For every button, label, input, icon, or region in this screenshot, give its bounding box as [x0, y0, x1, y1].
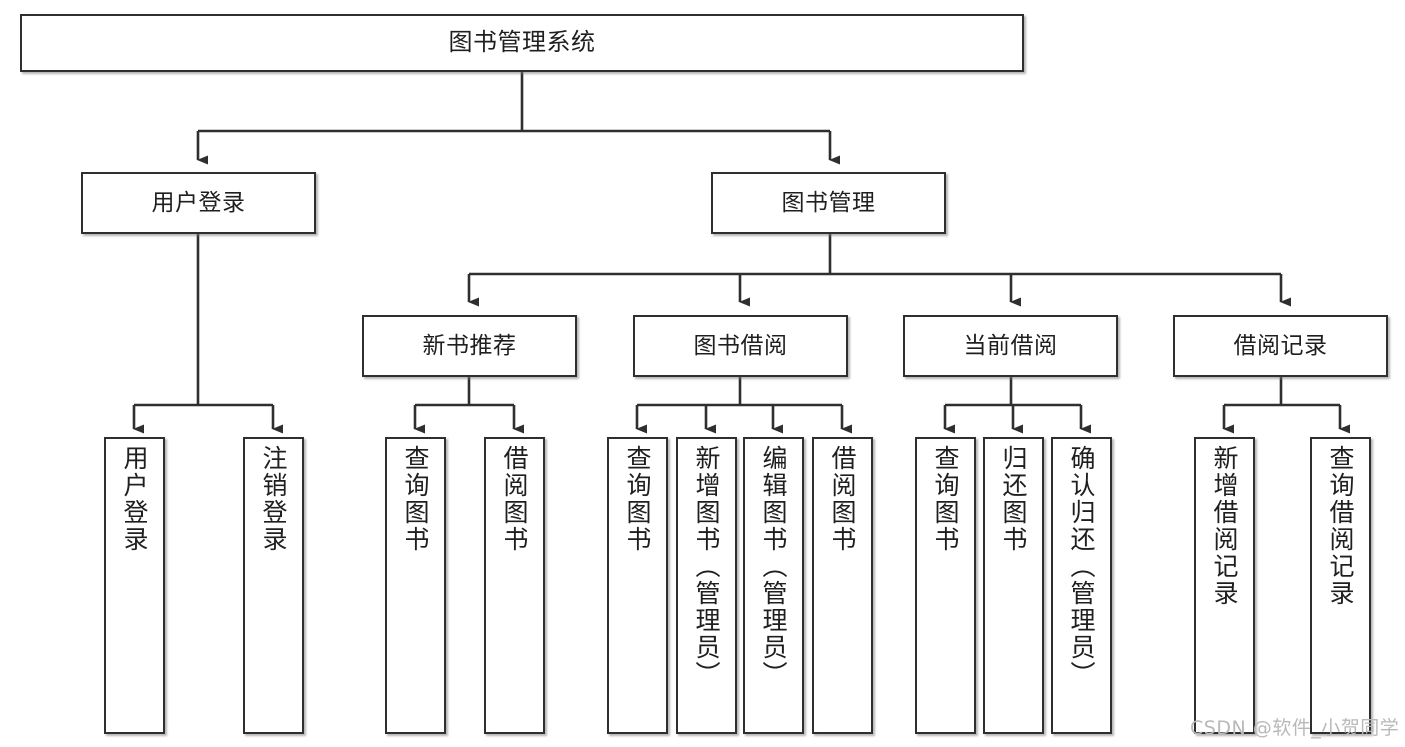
node-leaf-return-book[interactable]: 归还图书	[983, 437, 1044, 734]
node-label: 用户登录	[120, 445, 149, 553]
node-leaf-add-book-admin[interactable]: 新增图书（管理员）	[676, 437, 737, 734]
node-borrow-record[interactable]: 借阅记录	[1173, 315, 1388, 377]
node-label: 确认归还（管理员）	[1067, 445, 1096, 688]
node-label: 借阅图书	[828, 445, 857, 553]
node-leaf-logout-login[interactable]: 注销登录	[243, 437, 304, 734]
node-leaf-borrow-book[interactable]: 借阅图书	[812, 437, 873, 734]
node-label: 编辑图书（管理员）	[759, 445, 788, 688]
node-leaf-user-login[interactable]: 用户登录	[104, 437, 165, 734]
node-label: 新书推荐	[422, 332, 517, 359]
node-user-login[interactable]: 用户登录	[81, 172, 316, 234]
node-current-borrow[interactable]: 当前借阅	[903, 315, 1118, 377]
node-label: 图书借阅	[693, 332, 788, 359]
node-leaf-add-borrow-record[interactable]: 新增借阅记录	[1194, 437, 1255, 734]
node-leaf-query-book-recommend[interactable]: 查询图书	[385, 437, 446, 734]
node-leaf-borrow-book-recommend[interactable]: 借阅图书	[484, 437, 545, 734]
node-label: 查询图书	[401, 445, 430, 553]
node-leaf-query-borrow-record[interactable]: 查询借阅记录	[1310, 437, 1371, 734]
node-label: 当前借阅	[963, 332, 1058, 359]
node-label: 新增借阅记录	[1210, 445, 1239, 607]
node-label: 图书管理系统	[448, 28, 596, 57]
node-root-book-management-system[interactable]: 图书管理系统	[20, 14, 1024, 72]
node-label: 注销登录	[259, 445, 288, 553]
node-label: 查询图书	[931, 445, 960, 553]
node-leaf-confirm-return-admin[interactable]: 确认归还（管理员）	[1051, 437, 1112, 734]
node-label: 归还图书	[999, 445, 1028, 553]
node-label: 新增图书（管理员）	[692, 445, 721, 688]
node-label: 用户登录	[151, 189, 246, 216]
node-label: 查询图书	[623, 445, 652, 553]
node-leaf-edit-book-admin[interactable]: 编辑图书（管理员）	[743, 437, 804, 734]
node-label: 查询借阅记录	[1326, 445, 1355, 607]
node-book-management[interactable]: 图书管理	[711, 172, 946, 234]
node-book-borrow[interactable]: 图书借阅	[633, 315, 848, 377]
node-label: 图书管理	[781, 189, 876, 216]
node-label: 借阅图书	[500, 445, 529, 553]
node-label: 借阅记录	[1233, 332, 1328, 359]
node-new-book-recommend[interactable]: 新书推荐	[362, 315, 577, 377]
node-leaf-query-book-current[interactable]: 查询图书	[915, 437, 976, 734]
node-leaf-query-book-borrow[interactable]: 查询图书	[607, 437, 668, 734]
